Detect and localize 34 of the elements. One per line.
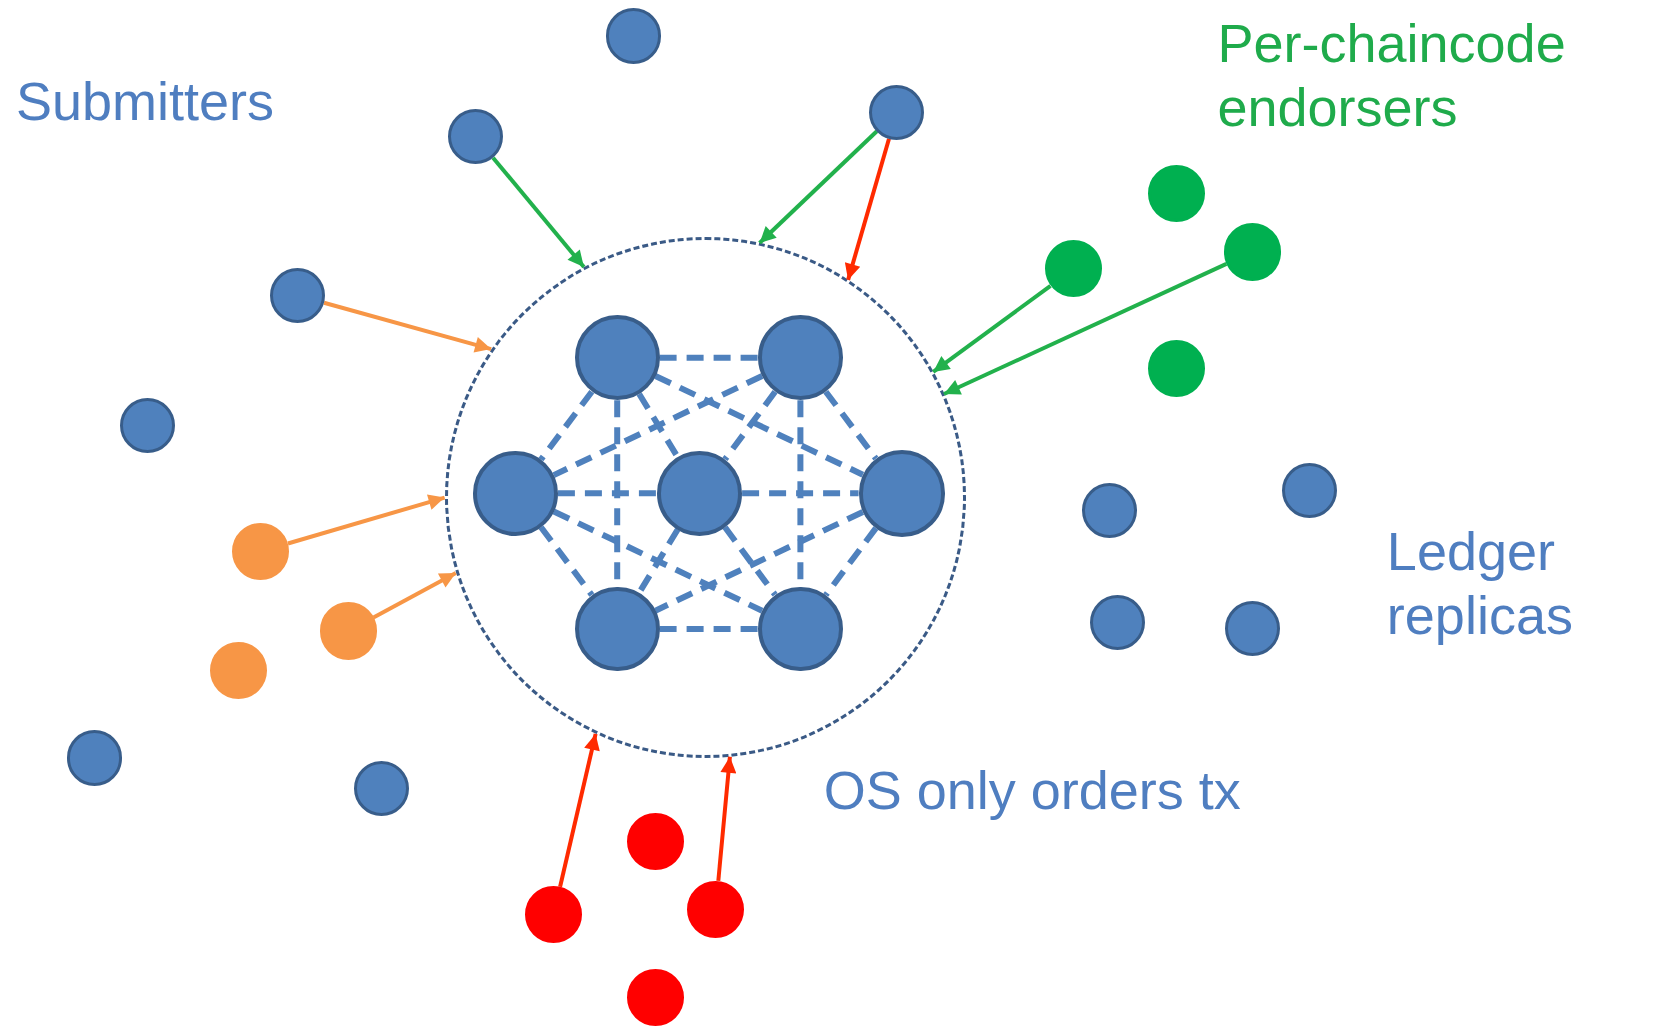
dashed-connector <box>654 373 865 478</box>
node-circle <box>605 8 661 64</box>
dashed-connector <box>557 490 658 497</box>
arrow <box>716 756 737 882</box>
node-circle <box>1223 223 1281 281</box>
group-label: Ledger replicas <box>1386 519 1574 647</box>
node-circle <box>319 602 377 660</box>
dashed-connector <box>823 389 879 461</box>
arrow <box>372 571 457 620</box>
dashed-connector <box>636 392 681 459</box>
dashed-connector <box>552 508 764 614</box>
node-circle <box>473 451 558 536</box>
group-label: Per-chaincode endorsers <box>1217 11 1567 139</box>
dashed-connector <box>538 389 595 462</box>
dashed-connector <box>538 525 595 597</box>
dashed-connector <box>742 490 859 497</box>
node-circle <box>447 109 503 165</box>
arrow <box>943 262 1228 396</box>
dashed-connector <box>659 354 758 361</box>
arrow <box>844 138 891 281</box>
arrow <box>558 733 600 888</box>
dashed-boundary-circle <box>444 237 966 758</box>
arrow <box>287 494 446 546</box>
arrow <box>491 156 586 269</box>
node-circle <box>66 730 122 786</box>
group-label: Submitters <box>15 69 274 133</box>
arrow <box>932 284 1052 374</box>
dashed-connector <box>823 526 879 597</box>
arrow <box>323 300 492 353</box>
dashed-connector <box>654 509 865 614</box>
dashed-connector <box>552 373 764 478</box>
arrow <box>758 129 879 245</box>
dashed-connector <box>659 625 758 632</box>
group-label: OS only orders tx <box>823 759 1241 822</box>
